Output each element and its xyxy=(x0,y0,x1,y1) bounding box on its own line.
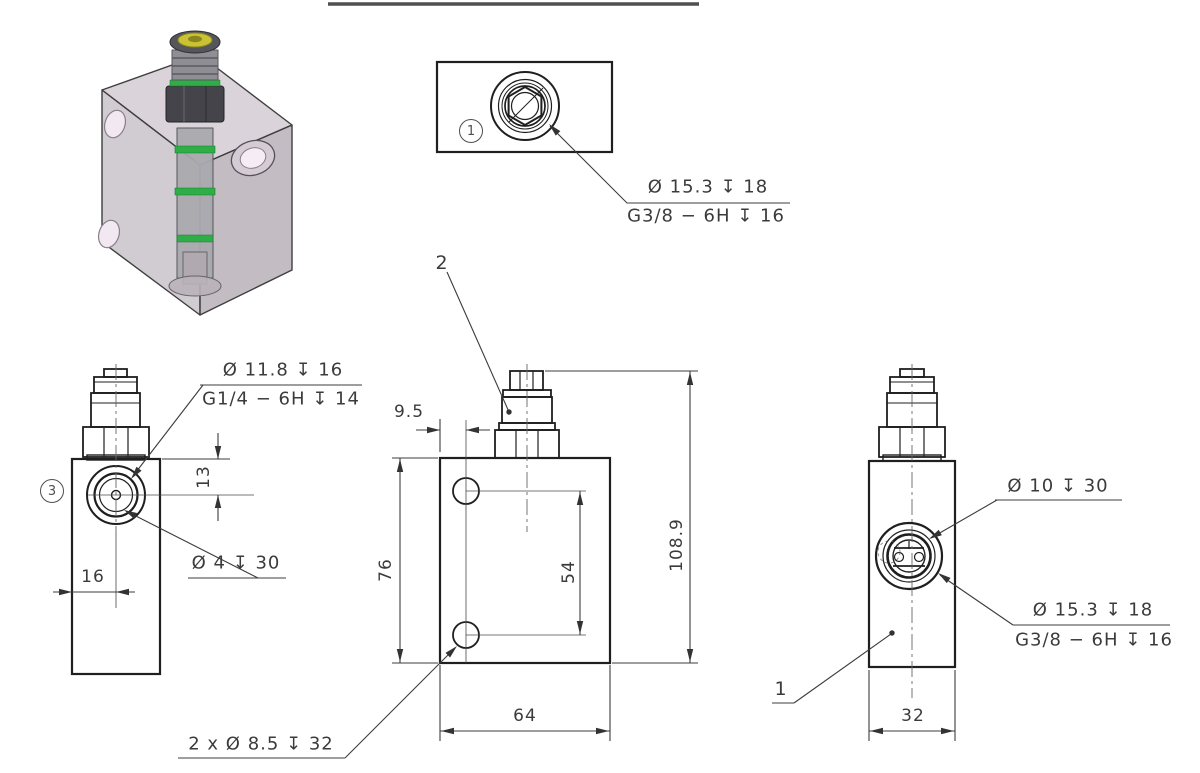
port-hole xyxy=(97,219,121,249)
leader-dot xyxy=(889,630,895,636)
right-view-dimensions xyxy=(772,499,1170,741)
left-view-dimensions xyxy=(53,384,362,596)
top-view xyxy=(435,60,790,204)
right-side-view xyxy=(867,364,957,698)
item-label-1: 1 xyxy=(774,678,788,700)
front-view xyxy=(438,364,612,665)
iso-view xyxy=(97,30,293,316)
balloon-item-3-circled: 3 xyxy=(40,479,64,503)
dim-13: 13 xyxy=(194,465,214,489)
left-side-view xyxy=(70,364,254,676)
oring-seal xyxy=(176,234,214,243)
leader-arrow xyxy=(549,124,561,136)
balloon-item-1-circled: 1 xyxy=(459,119,483,143)
hex-socket xyxy=(507,85,543,127)
oring-seal xyxy=(174,145,216,154)
callout-top-port-thread: G3/8 − 6H ↧ 16 xyxy=(627,205,785,227)
callout-top-port-diameter: Ø 15.3 ↧ 18 xyxy=(647,176,769,198)
dim-54: 54 xyxy=(559,560,579,584)
side-port xyxy=(874,521,944,591)
dim-16: 16 xyxy=(81,567,105,587)
front-view-dimensions xyxy=(178,271,698,759)
dim-108-9: 108.9 xyxy=(667,518,687,572)
oring-seal xyxy=(174,187,216,196)
dim-64: 64 xyxy=(513,706,537,726)
dim-76: 76 xyxy=(376,558,396,582)
leader-dot xyxy=(506,409,512,415)
callout-pilot-hole: Ø 10 ↧ 30 xyxy=(1007,475,1109,497)
callout-right-port-diameter: Ø 15.3 ↧ 18 xyxy=(1032,599,1154,621)
port-hole xyxy=(103,109,127,139)
callout-g14-thread: G1/4 − 6H ↧ 14 xyxy=(202,388,360,410)
callout-right-port-thread: G3/8 − 6H ↧ 16 xyxy=(1015,629,1173,651)
callout-g14-diameter: Ø 11.8 ↧ 16 xyxy=(222,359,344,381)
dim-9-5: 9.5 xyxy=(393,402,425,422)
callout-mounting-holes: 2 x Ø 8.5 ↧ 32 xyxy=(188,733,334,755)
dim-32: 32 xyxy=(901,706,925,726)
hidden-line-circle xyxy=(877,540,901,564)
cartridge-hex-nut xyxy=(165,85,225,123)
item-label-2: 2 xyxy=(435,252,449,274)
callout-orifice: Ø 4 ↧ 30 xyxy=(191,552,281,574)
